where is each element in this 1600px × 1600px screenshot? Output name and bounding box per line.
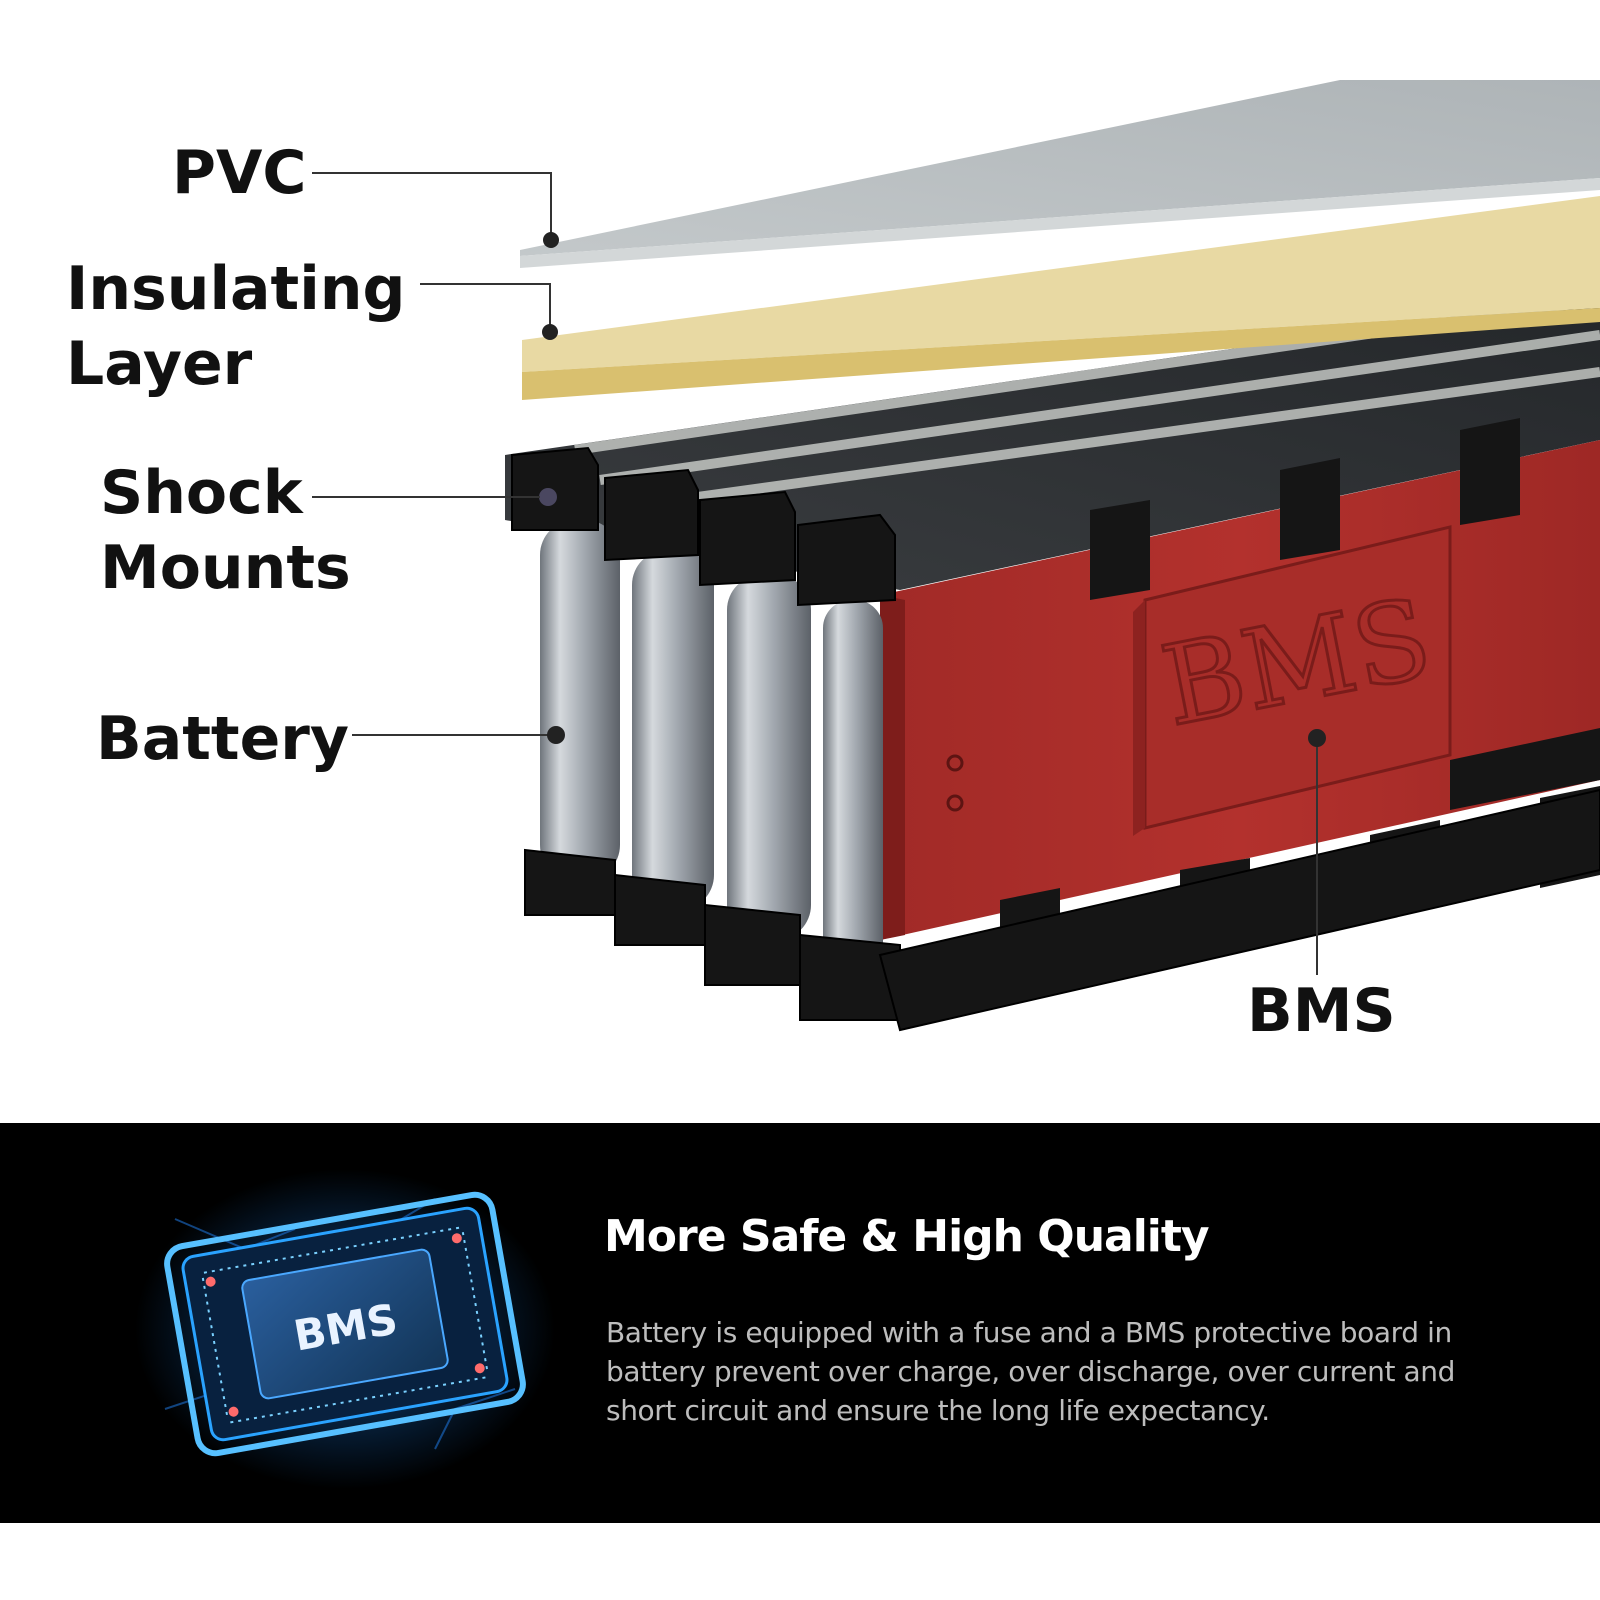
callout-lines bbox=[312, 172, 1318, 975]
callout-dot-insulating bbox=[542, 324, 558, 340]
battery-cell bbox=[540, 520, 620, 880]
pvc-sheet bbox=[520, 80, 1600, 268]
bms-board-edge bbox=[880, 595, 905, 940]
callout-dot-bms bbox=[1308, 729, 1326, 747]
callout-line-insulating bbox=[420, 283, 551, 332]
shock-mount bbox=[539, 488, 557, 506]
battery-cell bbox=[823, 600, 883, 970]
feature-description: Battery is equipped with a fuse and a BM… bbox=[606, 1316, 1456, 1427]
indicator-dot bbox=[946, 754, 964, 772]
callout-label-battery: Battery bbox=[96, 704, 349, 774]
bottom-holders bbox=[524, 788, 1600, 1032]
bms-chip-icon: BMS bbox=[135, 1169, 555, 1489]
indicator-dot bbox=[946, 794, 964, 812]
callout-dot-battery bbox=[547, 726, 565, 744]
callout-label-insulating-layer: Insulating Layer bbox=[66, 254, 406, 399]
battery-cell bbox=[727, 575, 811, 940]
callout-label-pvc: PVC bbox=[172, 138, 307, 208]
feature-title: More Safe & High Quality bbox=[604, 1211, 1210, 1262]
callout-label-shock-mounts: Shock Mounts bbox=[100, 458, 351, 603]
top-holders bbox=[511, 446, 896, 607]
callout-dot-pvc bbox=[543, 232, 559, 248]
feature-section: BMS More Safe & High Quality Battery is … bbox=[0, 1123, 1600, 1523]
battery-cell bbox=[632, 550, 714, 910]
callout-dots bbox=[542, 232, 1326, 747]
callout-line-pvc bbox=[312, 172, 552, 240]
battery-cells bbox=[540, 520, 883, 970]
callout-label-bms: BMS bbox=[1247, 976, 1396, 1046]
battery-pack-illustration: BMS bbox=[312, 80, 1600, 1032]
bms-emboss-plate: BMS bbox=[1133, 525, 1452, 836]
insulating-layer-sheet bbox=[522, 196, 1600, 400]
battery-diagram: BMS bbox=[66, 80, 1600, 1046]
